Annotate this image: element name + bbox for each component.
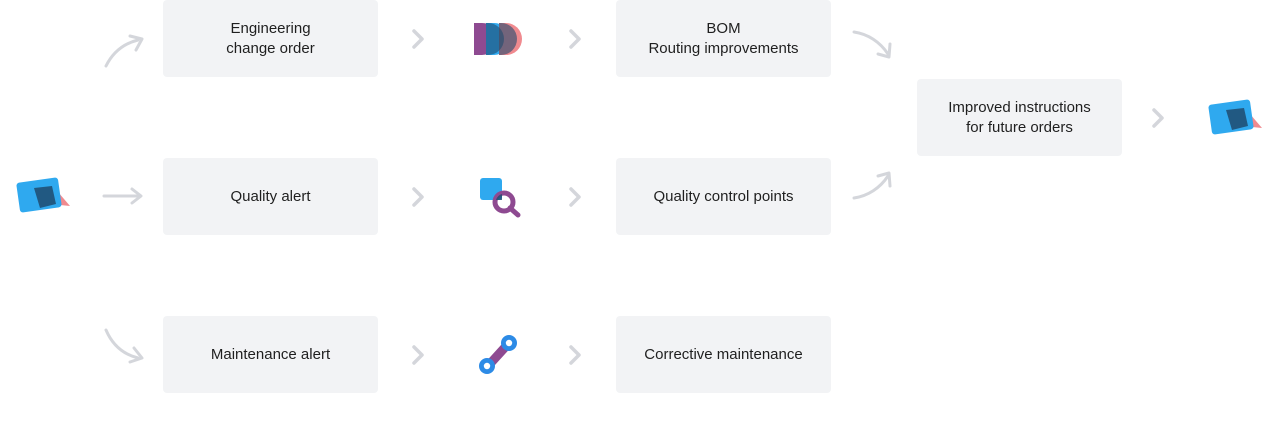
improved-instructions-label: Improved instructions for future orders: [948, 98, 1091, 136]
corrective-maintenance-label: Corrective maintenance: [644, 345, 803, 363]
curved-arrow-down-icon: [104, 328, 144, 364]
maintenance-alert-box: Maintenance alert: [163, 316, 378, 393]
quality-control-points-label: Quality control points: [653, 187, 794, 205]
chevron-right-icon: [1152, 108, 1164, 128]
chevron-right-icon: [569, 345, 581, 365]
maintenance-link-icon: [479, 335, 517, 374]
corrective-maintenance-box: Corrective maintenance: [616, 316, 831, 393]
chevron-right-icon: [412, 187, 424, 207]
chevron-right-icon: [412, 29, 424, 49]
chevron-right-icon: [412, 345, 424, 365]
chevron-right-icon: [569, 187, 581, 207]
engineering-change-order-label: Engineering change order: [226, 19, 315, 57]
quality-control-points-box: Quality control points: [616, 158, 831, 235]
curved-arrow-up-icon: [852, 171, 892, 200]
shop-floor-app-icon: [1208, 99, 1262, 135]
quality-alert-box: Quality alert: [163, 158, 378, 235]
quality-search-icon: [480, 178, 521, 218]
curved-arrow-down-icon: [852, 30, 892, 59]
improved-instructions-box: Improved instructions for future orders: [917, 79, 1122, 156]
chevron-right-icon: [569, 29, 581, 49]
curved-arrow-up-icon: [104, 34, 144, 68]
engineering-change-order-box: Engineering change order: [163, 0, 378, 77]
bom-routing-label: BOM Routing improvements: [648, 19, 799, 57]
straight-arrow-icon: [102, 187, 143, 205]
document-stack-icon: [474, 23, 522, 55]
bom-routing-box: BOM Routing improvements: [616, 0, 831, 77]
maintenance-alert-label: Maintenance alert: [210, 345, 331, 363]
shop-floor-app-icon: [16, 177, 70, 213]
quality-alert-label: Quality alert: [230, 187, 311, 205]
